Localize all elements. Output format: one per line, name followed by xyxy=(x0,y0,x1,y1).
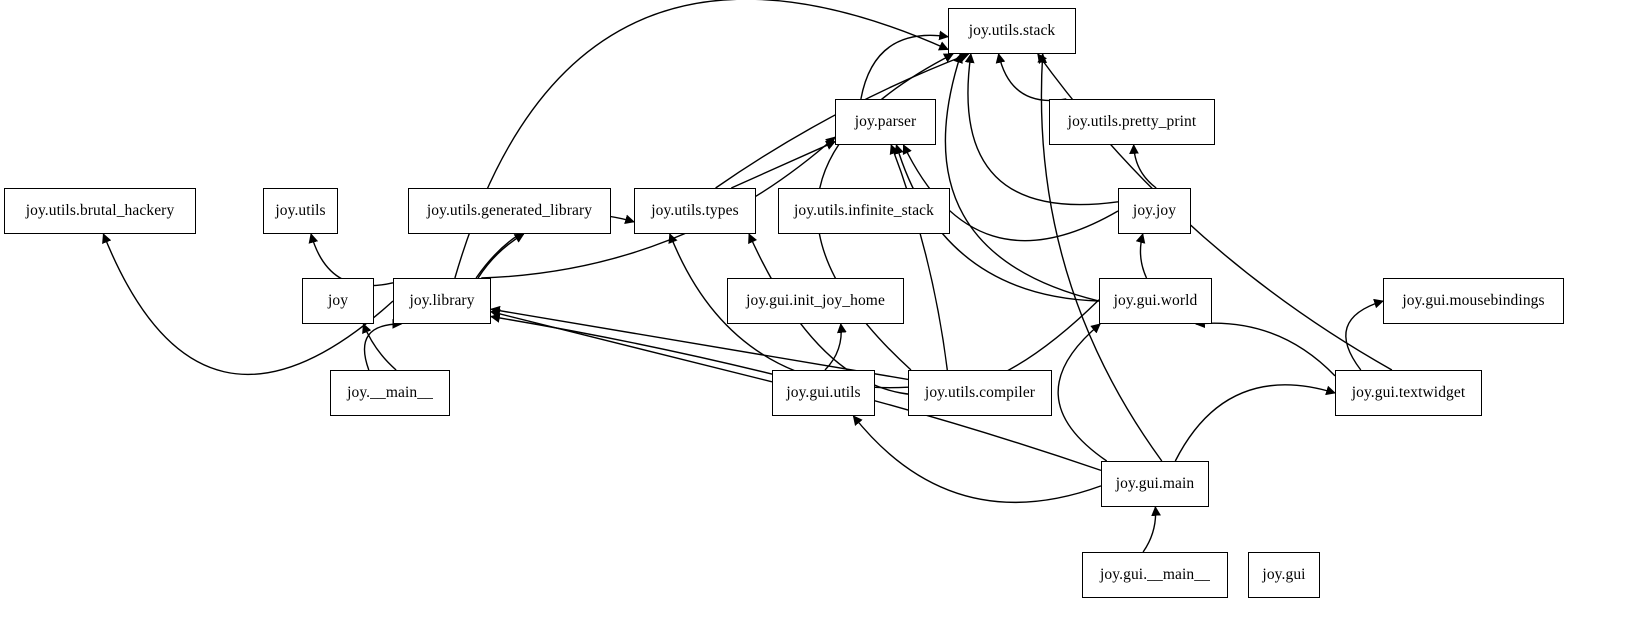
graph-node-joy-gui-utils[interactable]: joy.gui.utils xyxy=(772,370,875,416)
graph-node-joy-utils-types[interactable]: joy.utils.types xyxy=(634,188,756,234)
graph-edge xyxy=(363,319,403,371)
graph-node-label: joy.library xyxy=(409,292,475,310)
graph-edge xyxy=(824,323,847,371)
graph-edge xyxy=(362,323,397,371)
graph-edge xyxy=(1135,233,1148,279)
graph-node-label: joy.utils.generated_library xyxy=(426,202,593,220)
graph-node-label: joy.__main__ xyxy=(347,384,433,402)
graph-node-joy-gui[interactable]: joy.gui xyxy=(1248,552,1320,598)
graph-edge xyxy=(1195,318,1336,377)
graph-node-label: joy.utils.infinite_stack xyxy=(793,202,934,220)
graph-edge xyxy=(1057,323,1108,462)
graph-node-joy-utils-pretty-print[interactable]: joy.utils.pretty_print xyxy=(1049,99,1215,145)
graph-node-label: joy.utils.types xyxy=(651,202,739,220)
graph-node-label: joy.utils.stack xyxy=(968,22,1056,40)
graph-node-joy-gui-world[interactable]: joy.gui.world xyxy=(1099,278,1212,324)
graph-edge xyxy=(860,30,949,100)
graph-edge xyxy=(944,53,1100,302)
graph-edge xyxy=(1345,298,1384,371)
graph-edge xyxy=(852,415,1102,503)
graph-node-joy-gui-mousebindings[interactable]: joy.gui.mousebindings xyxy=(1383,278,1564,324)
graph-node-label: joy.utils xyxy=(275,202,326,220)
graph-node-label: joy.gui.main xyxy=(1115,475,1195,493)
graph-node-label: joy.utils.compiler xyxy=(924,384,1036,402)
graph-edge xyxy=(477,233,525,279)
graph-node-label: joy.parser xyxy=(854,113,917,131)
graph-node-label: joy.gui.mousebindings xyxy=(1402,292,1545,310)
graph-node-label: joy.utils.pretty_print xyxy=(1067,113,1197,131)
graph-edge xyxy=(889,144,948,371)
graph-node-joy-utils-stack[interactable]: joy.utils.stack xyxy=(948,8,1076,54)
graph-node-joy-main[interactable]: joy.__main__ xyxy=(330,370,450,416)
graph-node-joy-utils-compiler[interactable]: joy.utils.compiler xyxy=(908,370,1052,416)
graph-edge xyxy=(1142,506,1161,553)
graph-node-joy-gui-textwidget[interactable]: joy.gui.textwidget xyxy=(1335,370,1482,416)
graph-node-label: joy.gui xyxy=(1262,566,1306,584)
graph-node-joy-parser[interactable]: joy.parser xyxy=(835,99,936,145)
graph-node-joy-utils-generated-library[interactable]: joy.utils.generated_library xyxy=(408,188,611,234)
graph-node-joy-utils-brutal-hackery[interactable]: joy.utils.brutal_hackery xyxy=(4,188,196,234)
graph-edge xyxy=(1174,384,1336,462)
graph-node-joy-joy[interactable]: joy.joy xyxy=(1118,188,1191,234)
graph-node-joy-utils[interactable]: joy.utils xyxy=(263,188,338,234)
graph-edge xyxy=(1129,144,1157,189)
graph-node-joy[interactable]: joy xyxy=(302,278,374,324)
graph-node-joy-gui-main[interactable]: joy.gui.__main__ xyxy=(1082,552,1228,598)
graph-edge xyxy=(731,140,836,189)
graph-node-label: joy.utils.brutal_hackery xyxy=(25,202,175,220)
graph-node-label: joy.gui.init_joy_home xyxy=(746,292,885,310)
graph-node-label: joy.joy xyxy=(1132,202,1177,220)
graph-node-label: joy xyxy=(327,292,349,310)
graph-edge xyxy=(995,53,1067,102)
graph-node-joy-utils-infinite-stack[interactable]: joy.utils.infinite_stack xyxy=(778,188,950,234)
graph-node-label: joy.gui.textwidget xyxy=(1351,384,1466,402)
graph-node-joy-library[interactable]: joy.library xyxy=(393,278,491,324)
graph-node-joy-gui-init-joy-home[interactable]: joy.gui.init_joy_home xyxy=(727,278,904,324)
graph-node-label: joy.gui.world xyxy=(1113,292,1198,310)
graph-node-label: joy.gui.__main__ xyxy=(1100,566,1210,584)
graph-node-label: joy.gui.utils xyxy=(786,384,861,402)
graph-node-joy-gui-main[interactable]: joy.gui.main xyxy=(1101,461,1209,507)
